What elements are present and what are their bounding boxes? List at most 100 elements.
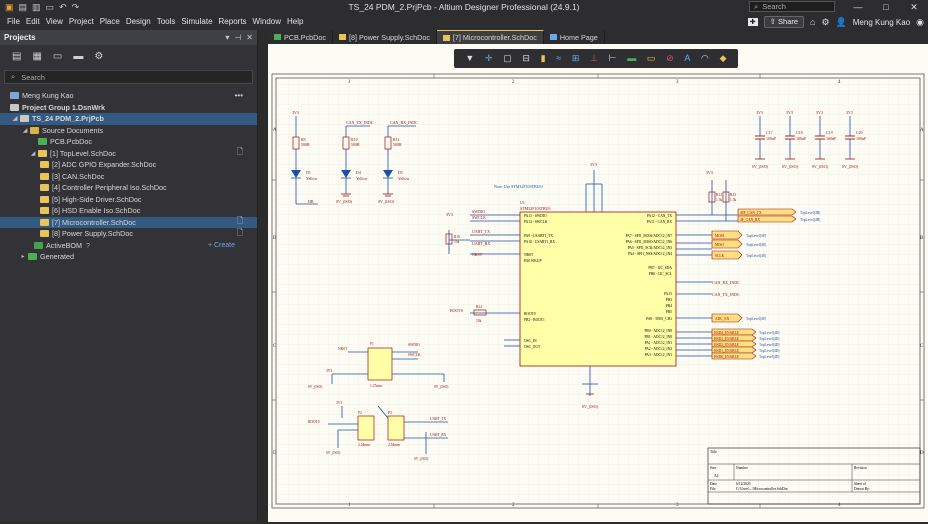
led-circuit[interactable]: CAN_TX_INDC R10 500R D4 Yellow 0V_(ISO)	[336, 120, 374, 204]
redo-icon[interactable]: ↷	[71, 2, 80, 12]
folder-icon[interactable]: ▬	[73, 50, 84, 62]
settings-icon[interactable]: ⚙	[94, 50, 104, 62]
directive-icon[interactable]: ▭	[646, 53, 656, 63]
capacitor[interactable]: 3V3 C18 100nF 0V_(ISO)	[782, 110, 807, 169]
align-icon[interactable]: ⊟	[522, 53, 530, 63]
connector-p3[interactable]: P3 2.54mm UART_TX UART_RX 0V_(ISO)	[377, 405, 448, 461]
power-port-icon[interactable]: ⊥	[590, 53, 598, 63]
port-hsd4[interactable]: HSD4_ENABLE TopLevel[4D]	[711, 328, 780, 336]
tree-item-power-supply[interactable]: [8] Power Supply.SchDoc 🗋	[0, 228, 257, 240]
tree-item-project-group[interactable]: Project Group 1.DsnWrk	[0, 102, 257, 114]
tree-item-source-documents[interactable]: ◢ Source Documents	[0, 125, 257, 137]
collapse-arrow-icon[interactable]: ◢	[22, 127, 28, 134]
menu-design[interactable]: Design	[125, 17, 151, 26]
tree-item-pcb[interactable]: PCB.PcbDoc	[0, 136, 257, 148]
maximize-button[interactable]: □	[883, 2, 889, 12]
wire-icon[interactable]: ≈	[556, 53, 562, 63]
create-bom-link[interactable]: + Create	[207, 241, 235, 249]
close-button[interactable]: ✕	[910, 2, 918, 12]
tree-item-generated[interactable]: ▸ Generated	[0, 251, 257, 263]
port-hsd0[interactable]: HSD0_ENABLE TopLevel[4D]	[711, 352, 780, 360]
port-sclk[interactable]: SCLK TopLevel[48]	[711, 250, 766, 260]
tab-power-supply[interactable]: [8] Power Supply.SchDoc	[333, 30, 437, 44]
save-all-icon[interactable]: ▥	[32, 2, 41, 12]
tree-item-controller-peripheral[interactable]: [4] Controller Peripheral Iso.SchDoc	[0, 182, 257, 194]
collapse-arrow-icon[interactable]: ◢	[12, 116, 18, 123]
capacitor[interactable]: 3V3 C17 100nF 0V_(ISO)	[752, 110, 777, 169]
harness-icon[interactable]: ◆	[719, 53, 727, 63]
resistor-r13[interactable]	[722, 191, 730, 203]
net-label-icon[interactable]: ⊞	[571, 53, 580, 63]
resistor-r14[interactable]	[473, 309, 487, 316]
menu-edit[interactable]: Edit	[25, 17, 40, 26]
port-can-rx[interactable]: 4F_CAN_RX TopLevel[4B]	[737, 215, 820, 223]
resistor-r12[interactable]	[708, 191, 716, 203]
resistor-r16[interactable]	[445, 233, 453, 245]
open-project-icon[interactable]: ▭	[52, 50, 63, 62]
menu-reports[interactable]: Reports	[218, 17, 247, 26]
capacitor[interactable]: 3V3 C19 100nF 0V_(ISO)	[812, 110, 837, 169]
capacitor[interactable]: 3V3 C20 100nF 0V_(ISO)	[842, 110, 867, 169]
project-search-input[interactable]: ⌕ Search	[4, 70, 253, 84]
connector-p2[interactable]: P2 2.54mm BOOT0 3V3 0V_(ISO)	[308, 401, 375, 455]
tree-item-adc-gpio[interactable]: [2] ADC GPIO Expander.SchDoc	[0, 159, 257, 171]
port-miso[interactable]: MISO TopLevel[48]	[711, 239, 766, 249]
move-icon[interactable]: ✛	[484, 53, 493, 63]
help-icon[interactable]: ?	[85, 240, 90, 250]
panel-splitter[interactable]	[258, 30, 268, 522]
menu-window[interactable]: Window	[252, 17, 281, 26]
tree-item-can[interactable]: [3] CAN.SchDoc	[0, 171, 257, 183]
account-icon[interactable]: ◉	[916, 16, 924, 27]
filter-icon[interactable]: ▼	[465, 53, 475, 63]
save-icon[interactable]: ▤	[18, 2, 28, 12]
menu-help[interactable]: Help	[287, 17, 304, 26]
led-circuit[interactable]: CAN_RX_INDC R11 500R D5 Yellow 0V_(ISO)	[378, 120, 418, 204]
tree-item-workspace-user[interactable]: Meng Kung Kao •••	[0, 90, 257, 102]
port-mosi[interactable]: MOSI TopLevel[48]	[711, 230, 766, 240]
port-icon[interactable]: ⊢	[608, 53, 617, 63]
user-name[interactable]: Meng Kung Kao	[852, 17, 911, 27]
tree-item-activebom[interactable]: ActiveBOM ? + Create	[0, 240, 257, 252]
port-can-tx[interactable]: 40F_CAN_TX TopLevel[4B]	[737, 208, 820, 216]
tab-pcb[interactable]: PCB.PcbDoc	[268, 30, 333, 44]
collapse-arrow-icon[interactable]: ◢	[30, 150, 36, 157]
tree-item-high-side-driver[interactable]: [5] High-Side Driver.SchDoc	[0, 194, 257, 206]
led-circuit[interactable]: 3V3 R9 500R D1 Yellow HB	[291, 110, 318, 205]
expand-arrow-icon[interactable]: ▸	[21, 254, 25, 261]
tree-item-microcontroller[interactable]: [7] Microcontroller.SchDoc 🗋	[0, 216, 257, 228]
notifications-icon[interactable]: ✚	[747, 18, 758, 26]
minimize-button[interactable]: —	[853, 2, 863, 12]
port-hsd1[interactable]: HSD1_ENABLE TopLevel[4D]	[711, 346, 780, 354]
pin-icon[interactable]: ⊣	[234, 33, 242, 42]
menu-simulate[interactable]: Simulate	[181, 17, 213, 26]
sheet-symbol-icon[interactable]: ▬	[627, 53, 637, 63]
port-hsd2[interactable]: HSD2_ENABLE TopLevel[4D]	[711, 340, 780, 348]
schematic-canvas[interactable]: 1 2 3 4 1 2 3 4 A B C D A B C D 3V3 R9 5…	[268, 44, 928, 522]
save-project-icon[interactable]: ▤	[12, 50, 22, 62]
menu-project[interactable]: Project	[68, 17, 94, 26]
connector-p1[interactable]: P1 1.27mm NRST SWDIO SWCLK 3V3 0V_(ISO) …	[308, 342, 449, 389]
port-hsd3[interactable]: HSD3_ENABLE TopLevel[4D]	[711, 334, 780, 342]
text-icon[interactable]: A	[684, 53, 691, 63]
component-icon[interactable]: ▮	[540, 53, 546, 63]
undo-icon[interactable]: ↶	[59, 2, 67, 12]
menu-tools[interactable]: Tools	[156, 17, 176, 26]
select-icon[interactable]: ▢	[503, 53, 512, 63]
no-erc-icon[interactable]: ⊘	[666, 53, 674, 63]
tab-home-page[interactable]: Home Page	[544, 30, 605, 44]
tree-item-project[interactable]: ◢ TS_24 PDM_2.PrjPcb	[0, 113, 257, 125]
gear-icon[interactable]: ⚙	[821, 16, 830, 27]
home-icon[interactable]: ⌂	[810, 17, 816, 27]
menu-place[interactable]: Place	[99, 17, 120, 26]
share-button[interactable]: ⇧ Share	[763, 16, 805, 28]
menu-view[interactable]: View	[45, 17, 63, 26]
port-adc-en[interactable]: ADC_EN TopLevel[48]	[711, 313, 766, 323]
microcontroller-u1[interactable]: Note: Use STM32F103TBU6! U1 STM32F103TBU…	[445, 162, 740, 409]
open-folder-icon[interactable]: ▭	[45, 2, 55, 12]
menu-file[interactable]: File	[7, 17, 20, 26]
panel-close-icon[interactable]: ✕	[246, 33, 253, 42]
new-document-icon[interactable]: ▦	[32, 50, 42, 62]
panel-menu-icon[interactable]: ▾	[225, 33, 230, 42]
arc-icon[interactable]: ◠	[701, 53, 709, 63]
tree-item-hsd-enable[interactable]: [6] HSD Enable Iso.SchDoc	[0, 205, 257, 217]
